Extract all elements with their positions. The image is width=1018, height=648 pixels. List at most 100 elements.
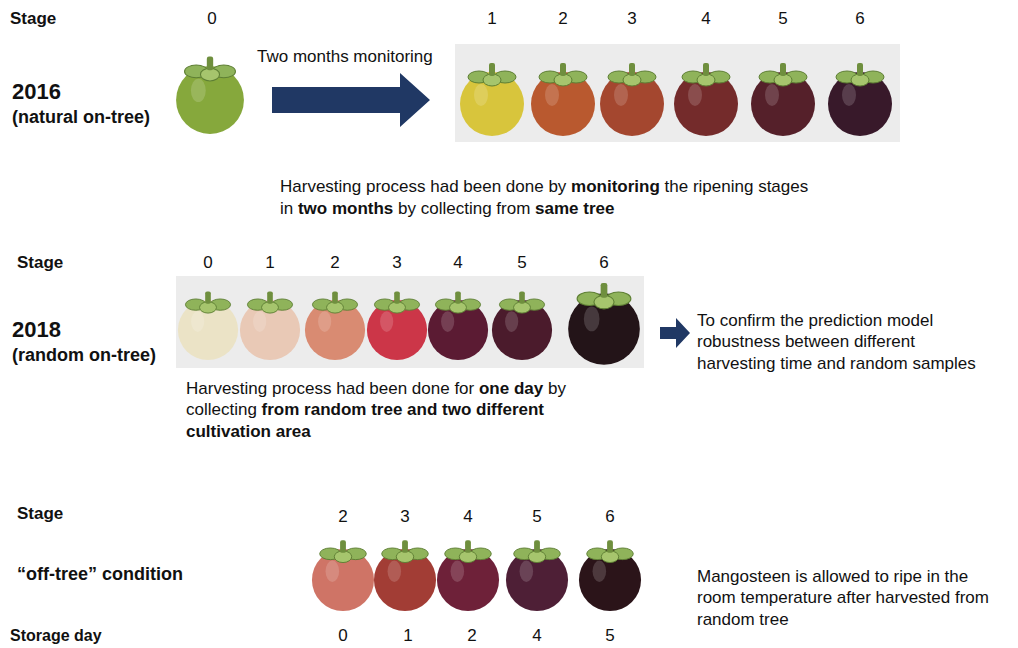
fruit xyxy=(240,291,300,360)
fruit xyxy=(460,63,524,136)
stage-number-block: 3 xyxy=(390,506,420,527)
description-text: Harvesting process had been done by xyxy=(280,177,566,196)
fruit-calyx xyxy=(759,63,807,106)
fruit-calyx xyxy=(514,540,561,582)
storage-day-number-block: 4 xyxy=(522,625,552,646)
stage-number-block: 0 xyxy=(197,8,227,29)
fruit-calyx xyxy=(185,291,230,331)
fruit xyxy=(506,540,568,611)
description-text-block: Harvesting process had been done by monit… xyxy=(280,176,808,197)
row-heading-block: Stage xyxy=(17,503,63,524)
stage-number-block: 4 xyxy=(691,8,721,29)
row-heading: Storage day xyxy=(10,627,102,644)
stage-number-block: 3 xyxy=(617,8,647,29)
note-text-block: Mangosteen is allowed to ripe in the roo… xyxy=(697,566,1002,630)
storage-day-number-block: 5 xyxy=(595,625,625,646)
fruit-calyx xyxy=(468,63,516,106)
stage-number: 5 xyxy=(532,507,541,526)
fruit xyxy=(674,63,738,136)
fruit xyxy=(568,283,640,365)
stage-number-block: 3 xyxy=(382,252,412,273)
description-text-block: Harvesting process had been done for one … xyxy=(186,378,591,442)
fruit-calyx xyxy=(185,57,236,103)
stage-number: 3 xyxy=(627,9,636,28)
year-label-block: 2016 xyxy=(12,78,61,106)
fruit-calyx xyxy=(382,540,429,582)
stage-number-block: 6 xyxy=(595,506,625,527)
fruit xyxy=(492,291,552,360)
stage-number: 3 xyxy=(392,253,401,272)
fruit-calyx xyxy=(682,63,730,106)
stage-number-block: 6 xyxy=(845,8,875,29)
description-text: the ripening stages xyxy=(665,177,809,196)
description-text: by collecting from xyxy=(398,199,530,218)
stage-number: 4 xyxy=(453,253,462,272)
condition-label-block: “off-tree” condition xyxy=(17,563,183,586)
description-text: monitoring xyxy=(571,177,660,196)
storage-day-number: 5 xyxy=(605,626,614,645)
storage-day-number: 1 xyxy=(403,626,412,645)
note-text-block: To confirm the prediction model robustne… xyxy=(697,310,989,374)
stage-number-block: 1 xyxy=(477,8,507,29)
fruit-calyx xyxy=(374,291,419,331)
stage-number-block: 2 xyxy=(328,506,358,527)
stage-number-block: 1 xyxy=(255,252,285,273)
condition-label: “off-tree” condition xyxy=(17,564,183,584)
fruit xyxy=(312,540,374,611)
fruit xyxy=(374,540,436,611)
stage-number: 5 xyxy=(778,9,787,28)
fruit xyxy=(531,63,595,136)
row-heading-block: Storage day xyxy=(10,626,102,646)
year-label-block: 2018 xyxy=(12,316,61,344)
row-heading-block: Stage xyxy=(17,252,63,273)
photo-strip xyxy=(455,44,900,142)
stage-number: 6 xyxy=(605,507,614,526)
description-text: in xyxy=(280,199,293,218)
fruit-calyx xyxy=(320,540,367,582)
condition-label: (random on-tree) xyxy=(12,345,156,365)
stage-number: 3 xyxy=(400,507,409,526)
fruit-calyx xyxy=(312,291,357,331)
row-heading: Stage xyxy=(17,504,63,523)
stage-number-block: 4 xyxy=(443,252,473,273)
stage-number: 2 xyxy=(338,507,347,526)
fruit xyxy=(600,63,664,136)
description-text: Harvesting process had been done for xyxy=(186,379,474,398)
row-heading-block: Stage xyxy=(10,8,56,29)
storage-day-number: 2 xyxy=(467,626,476,645)
block-arrow xyxy=(660,318,690,348)
stage-number-block: 2 xyxy=(548,8,578,29)
fruit xyxy=(428,291,488,360)
condition-label-block: (natural on-tree) xyxy=(12,106,150,129)
fruit-stage-0 xyxy=(176,57,244,134)
description-text: two months xyxy=(298,199,393,218)
year-label: 2016 xyxy=(12,79,61,104)
stage-number: 2 xyxy=(558,9,567,28)
stage-number: 1 xyxy=(265,253,274,272)
stage-number: 5 xyxy=(517,253,526,272)
storage-day-number-block: 2 xyxy=(457,625,487,646)
stage-number: 6 xyxy=(855,9,864,28)
block-arrow xyxy=(272,73,430,127)
arrow-label: Two months monitoring xyxy=(257,47,433,66)
stage-number-block: 4 xyxy=(453,506,483,527)
storage-day-number: 0 xyxy=(338,626,347,645)
stage-number-block: 5 xyxy=(507,252,537,273)
stage-number: 4 xyxy=(463,507,472,526)
stage-number: 4 xyxy=(701,9,710,28)
fruit xyxy=(367,291,427,360)
stage-number-block: 0 xyxy=(193,252,223,273)
fruit xyxy=(828,63,892,136)
description-text-block: intwo monthsby collecting fromsame tree xyxy=(280,198,614,219)
storage-day-number-block: 0 xyxy=(328,625,358,646)
stage-number: 2 xyxy=(330,253,339,272)
fruit-calyx xyxy=(435,291,480,331)
fruit-calyx xyxy=(539,63,587,106)
arrow-label-block: Two months monitoring xyxy=(257,46,433,67)
fruit xyxy=(437,540,499,611)
stage-number: 1 xyxy=(487,9,496,28)
fruit xyxy=(305,291,365,360)
fruit xyxy=(178,291,238,360)
stage-number-block: 2 xyxy=(320,252,350,273)
description-text: one day xyxy=(479,379,543,398)
